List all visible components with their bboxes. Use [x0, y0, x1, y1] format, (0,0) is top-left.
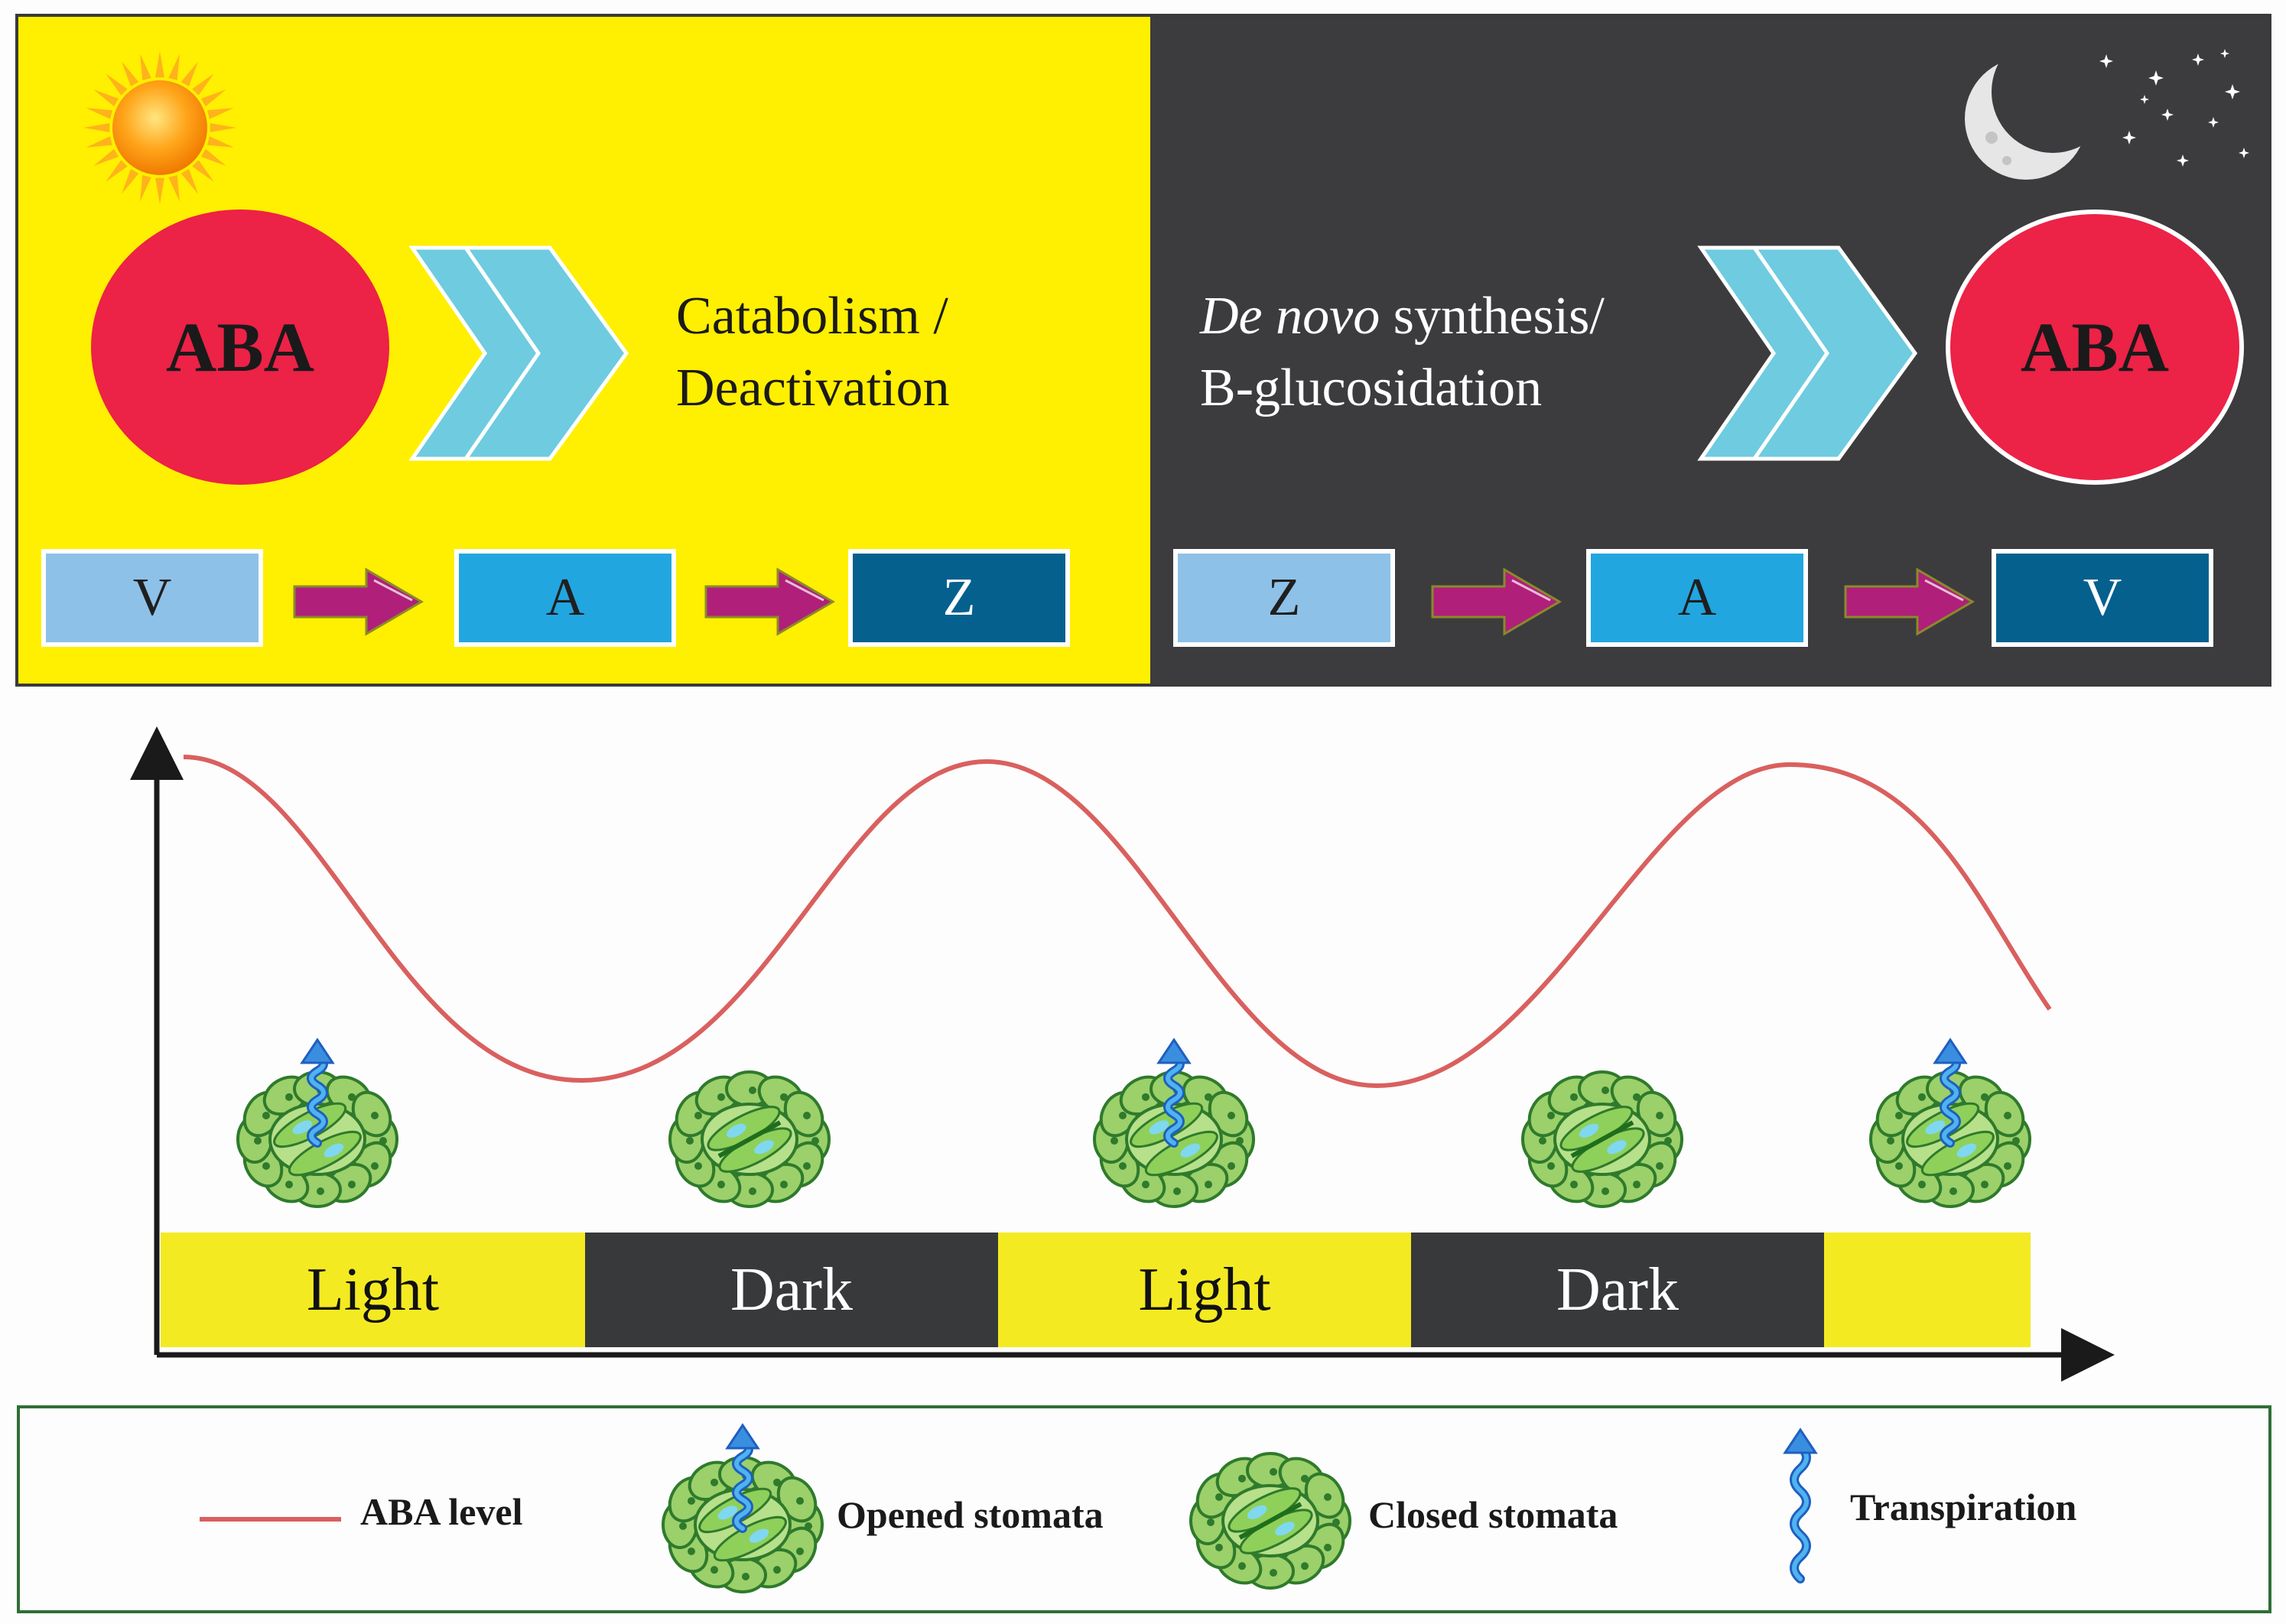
- night-caption: De novo synthesis/ B-glucosidation: [1200, 281, 1605, 424]
- day-section: ABA Catabolism / Deactivation V A Z: [18, 17, 1150, 684]
- opened-stomata-icon: [1093, 1038, 1255, 1208]
- night-caption-line2: B-glucosidation: [1200, 359, 1543, 417]
- opened-stomata-icon: [1869, 1038, 2031, 1208]
- legend-aba-level: ABA level: [360, 1490, 523, 1533]
- aba-level-plot: [183, 755, 2052, 1089]
- day-caption-line2: Deactivation: [676, 359, 950, 417]
- aba-level-line-icon: [200, 1517, 341, 1522]
- arrow-right-icon: [1844, 567, 1975, 636]
- period-bar-dark-1: Dark: [585, 1233, 998, 1347]
- legend-transpiration: Transpiration: [1850, 1486, 2077, 1528]
- opened-stomata-icon: [662, 1423, 824, 1593]
- synthesis-text: synthesis/: [1380, 287, 1605, 346]
- day-caption-line1: Catabolism /: [676, 287, 948, 346]
- night-section: De novo synthesis/ B-glucosidation ABA Z…: [1150, 17, 2268, 684]
- period-bar-light-3: [1824, 1233, 2031, 1347]
- closed-stomata-icon: [668, 1070, 831, 1208]
- period-bar-light-2: Light: [998, 1233, 1411, 1347]
- transpiration-icon: [1783, 1427, 1818, 1583]
- arrow-right-icon: [293, 567, 424, 636]
- pathway-box-3: V: [1992, 549, 2213, 647]
- de-novo-text: De novo: [1200, 287, 1380, 346]
- legend-opened-stomata: Opened stomata: [837, 1493, 1104, 1536]
- legend: ABA level Opened stomata Closed stomata …: [17, 1405, 2271, 1613]
- period-bar-dark-2: Dark: [1411, 1233, 1824, 1347]
- arrow-right-icon: [704, 567, 835, 636]
- closed-stomata-icon: [1521, 1070, 1683, 1208]
- period-bar-light-1: Light: [161, 1233, 585, 1347]
- night-caption-line1: De novo synthesis/: [1200, 281, 1605, 352]
- plot-axes: [130, 726, 2115, 1382]
- pathway-box-1: Z: [1173, 549, 1395, 647]
- pathway-box-1: V: [41, 549, 263, 647]
- aba-circle-day: ABA: [91, 209, 389, 485]
- arrow-right-icon: [1431, 567, 1562, 636]
- pathway-box-3: Z: [848, 549, 1070, 647]
- aba-level-curve: [183, 755, 2052, 1089]
- closed-stomata-icon: [1189, 1452, 1351, 1590]
- pathway-box-2: A: [1586, 549, 1808, 647]
- pathway-box-2: A: [454, 549, 676, 647]
- sun-icon: [83, 51, 236, 204]
- aba-circle-night: ABA: [1946, 209, 2244, 485]
- legend-closed-stomata: Closed stomata: [1368, 1493, 1618, 1536]
- chevron-right-icon: [1697, 245, 1918, 461]
- opened-stomata-icon: [236, 1038, 398, 1208]
- moon-icon: [1965, 49, 2249, 180]
- chevron-right-icon: [408, 245, 629, 461]
- day-caption: Catabolism / Deactivation: [676, 281, 950, 424]
- top-panel: ABA Catabolism / Deactivation V A Z: [15, 14, 2271, 687]
